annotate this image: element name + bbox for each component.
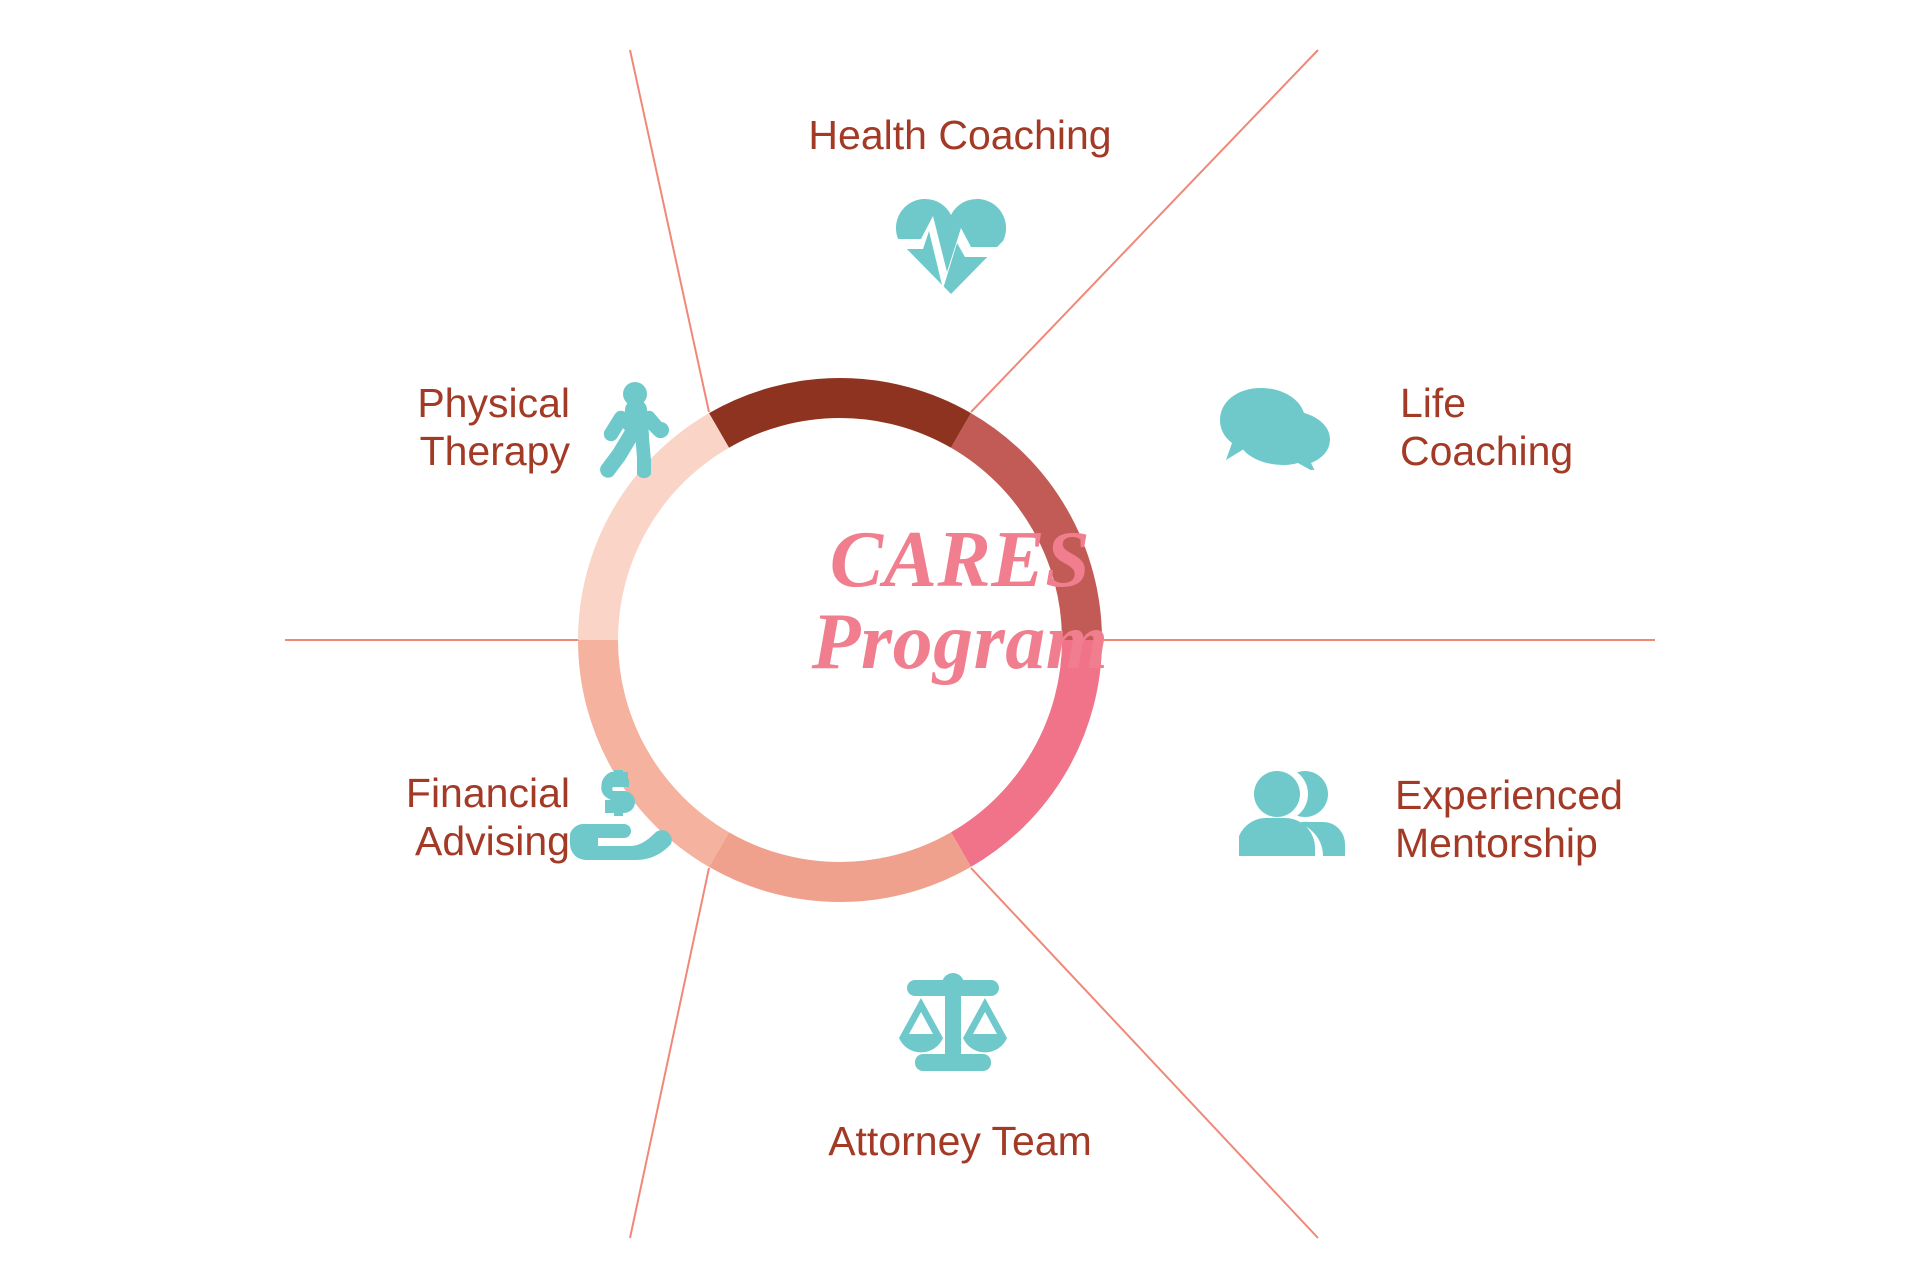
balance-scales-icon bbox=[895, 972, 1011, 1072]
speech-bubbles-icon bbox=[1220, 388, 1334, 470]
spoke-line-upper-right bbox=[970, 49, 1319, 413]
spoke-label-experienced-mentorship: Experienced Mentorship bbox=[1395, 772, 1623, 866]
ring-segment-attorney-team[interactable] bbox=[709, 832, 971, 902]
ring-segment-financial-advising[interactable] bbox=[578, 639, 730, 867]
hand-dollar-icon bbox=[570, 770, 676, 860]
walking-person-icon bbox=[595, 382, 671, 482]
spoke-label-life-coaching: Life Coaching bbox=[1400, 380, 1574, 474]
center-wordmark-line1: CARES bbox=[829, 516, 1091, 604]
ring-segments bbox=[578, 378, 1102, 902]
spoke-label-health-coaching: Health Coaching bbox=[808, 112, 1112, 158]
ring-segment-experienced-mentorship[interactable] bbox=[950, 639, 1102, 867]
spoke-line-lower-right bbox=[970, 867, 1319, 1239]
spoke-label-attorney-team: Attorney Team bbox=[828, 1118, 1092, 1164]
spoke-lines bbox=[285, 49, 1655, 1239]
ring-segment-health-coaching[interactable] bbox=[709, 378, 971, 448]
spoke-line-lower-left bbox=[629, 867, 710, 1239]
people-group-icon bbox=[1225, 770, 1345, 856]
ring-segment-physical-therapy[interactable] bbox=[578, 413, 730, 641]
heart-pulse-icon bbox=[895, 195, 1007, 295]
center-wordmark: CARES Program bbox=[710, 516, 1210, 686]
spoke-label-physical-therapy: Physical Therapy bbox=[417, 380, 570, 474]
spoke-line-upper-left bbox=[629, 49, 710, 413]
spoke-label-financial-advising: Financial Advising bbox=[405, 770, 570, 864]
center-wordmark-line2: Program bbox=[811, 597, 1109, 686]
ring-segment-life-coaching[interactable] bbox=[950, 413, 1102, 641]
